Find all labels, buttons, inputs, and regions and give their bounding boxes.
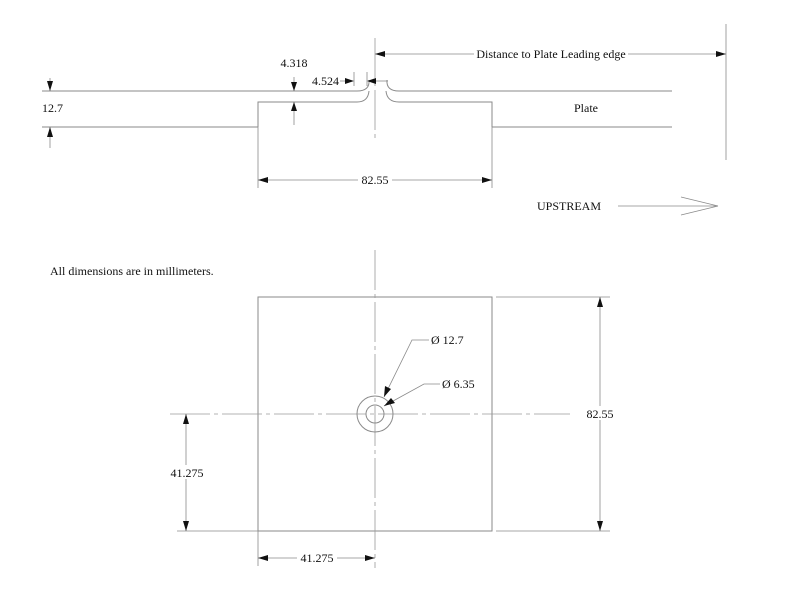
plate-height-dimension: 82.55 bbox=[587, 407, 614, 421]
top-view: Ø 12.7 Ø 6.35 82.55 41.275 41.275 bbox=[168, 250, 618, 568]
plate-label: Plate bbox=[574, 101, 598, 115]
fillet-dimension: 4.524 bbox=[312, 74, 339, 88]
outer-hole-circle bbox=[356, 395, 394, 433]
leading-edge-label: Distance to Plate Leading edge bbox=[476, 47, 625, 61]
hole-depth-dimension: 4.318 bbox=[281, 56, 308, 70]
units-note: All dimensions are in millimeters. bbox=[50, 264, 214, 278]
side-view: 82.55 12.7 4.318 4.524 Distance to Plate… bbox=[42, 24, 727, 216]
inner-diameter-label: Ø 6.35 bbox=[442, 377, 475, 391]
outer-diameter-label: Ø 12.7 bbox=[431, 333, 464, 347]
inner-hole-circle bbox=[365, 404, 385, 424]
side-width-dimension: 82.55 bbox=[362, 173, 389, 187]
hole-x-dimension: 41.275 bbox=[301, 551, 334, 565]
hole-y-dimension: 41.275 bbox=[171, 466, 204, 480]
flow-direction-label: UPSTREAM bbox=[537, 199, 601, 213]
thickness-dimension: 12.7 bbox=[42, 101, 63, 115]
